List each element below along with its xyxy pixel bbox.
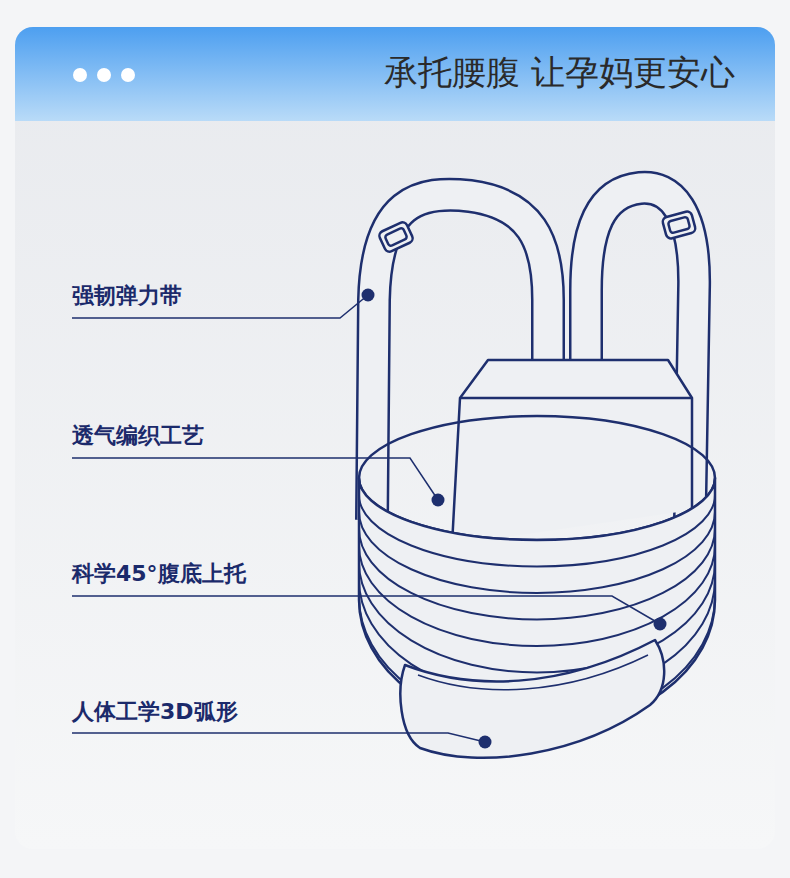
callout-label: 人体工学3D弧形 xyxy=(72,698,238,727)
dot xyxy=(97,68,111,82)
buckle xyxy=(384,227,407,246)
callout-label: 透气编织工艺 xyxy=(72,422,204,451)
belt-stripe xyxy=(359,495,715,566)
card-body xyxy=(15,27,775,849)
leader-dot xyxy=(362,289,375,302)
callout-label: 科学45°腹底上托 xyxy=(72,560,246,589)
header-bar xyxy=(15,27,775,121)
belt-drawing xyxy=(359,188,715,758)
back-panel xyxy=(452,360,692,545)
leader-dot xyxy=(654,618,667,631)
buckle xyxy=(662,210,697,239)
leader-line xyxy=(72,458,438,500)
window-dots xyxy=(73,68,135,82)
callout-label: 强韧弹力带 xyxy=(72,282,182,311)
leader-lines xyxy=(72,295,660,742)
buckle xyxy=(668,217,690,234)
leader-dot xyxy=(479,736,492,749)
bottom-pad xyxy=(418,655,648,690)
buckle xyxy=(378,221,414,254)
dot xyxy=(73,68,87,82)
leader-dot xyxy=(432,494,445,507)
leader-line xyxy=(72,596,660,624)
leader-line xyxy=(72,733,485,742)
back-panel xyxy=(460,397,692,400)
belt-stripe xyxy=(359,529,715,619)
dot xyxy=(121,68,135,82)
leader-dots xyxy=(362,289,667,749)
page-title: 承托腰腹 让孕妈更安心 xyxy=(384,52,735,93)
card xyxy=(15,27,775,849)
bottom-pad xyxy=(400,640,664,758)
belt-stripe xyxy=(359,512,715,593)
